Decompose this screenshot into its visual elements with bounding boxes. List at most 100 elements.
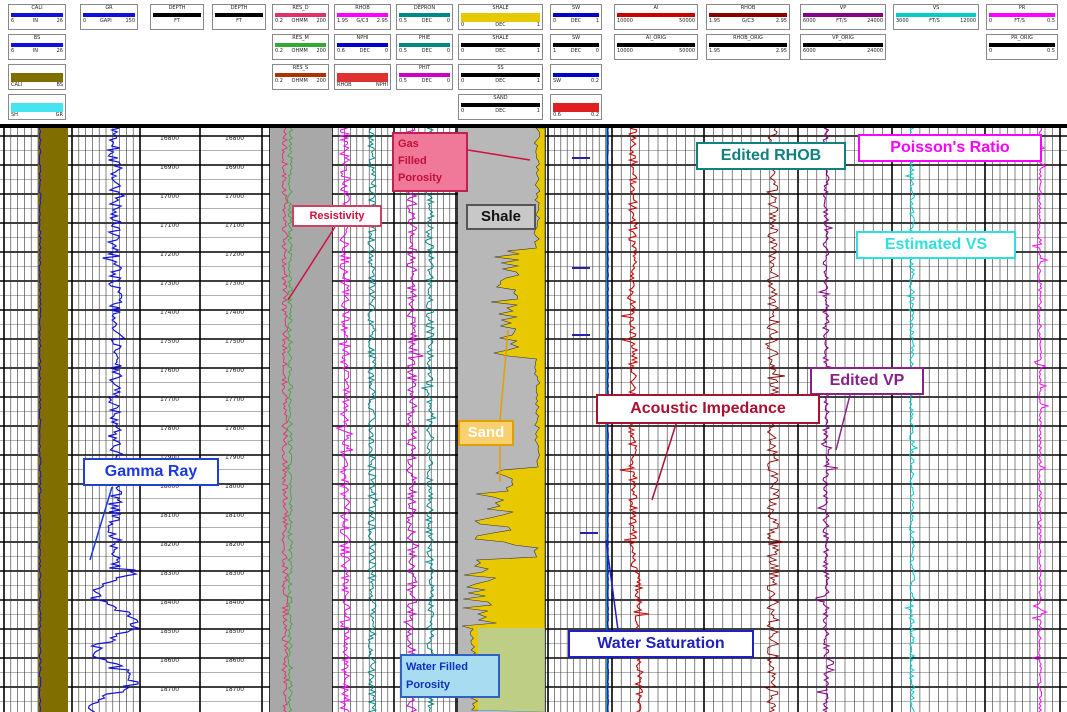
scale-min: 0.5 <box>399 48 407 54</box>
track-name: CALI <box>31 5 43 11</box>
depth-label: 16800 <box>160 135 179 142</box>
track-color-bar <box>399 73 450 77</box>
track-color-bar <box>11 13 63 17</box>
callout-sw: Water Saturation <box>568 630 754 658</box>
depth-label: 18400 <box>160 599 179 606</box>
scale-min: 3000 <box>896 18 909 24</box>
track-name: RES_M <box>292 35 309 41</box>
scale-max: 150 <box>125 18 135 24</box>
track-name: VP <box>839 5 847 11</box>
scale-min: 0.6 <box>553 112 561 118</box>
depth-label: 17000 <box>160 193 179 200</box>
track-name <box>335 65 390 72</box>
track-name: RHOB_ORIG <box>733 35 763 41</box>
track-color-bar <box>709 43 787 47</box>
scale-max: 12000 <box>960 18 976 24</box>
scale-max: 2.95 <box>775 48 787 54</box>
scale-unit: GAPI <box>99 18 112 24</box>
resistivity-curve-2 <box>286 128 294 712</box>
scale-min: RHOB <box>337 82 352 88</box>
scale-min: 0 <box>461 48 465 54</box>
depth-label: 17500 <box>160 338 179 345</box>
scale-min: CALI <box>11 82 23 88</box>
scale-min: 0.6 <box>337 48 345 54</box>
callout-vs: Estimated VS <box>856 231 1016 259</box>
scale-min: 0 <box>553 18 557 24</box>
scale-unit: DEC <box>421 48 433 54</box>
track-name: AI_ORIG <box>645 35 667 41</box>
callout-water: Water Filled Porosity <box>400 654 500 698</box>
leader-gas <box>467 149 531 161</box>
scale-unit: DEC <box>495 108 506 114</box>
depth-label: 17800 <box>160 425 179 432</box>
track-scale: 0.6 0.2 <box>551 112 601 118</box>
scale-max: 50000 <box>679 18 695 24</box>
scale-min: 0 <box>989 18 993 24</box>
track-name: SS <box>497 65 504 71</box>
scale-max: 50000 <box>679 48 695 54</box>
scale-min: 1 <box>553 48 557 54</box>
track-header-cali_fill[interactable]: CALI BS <box>8 64 66 90</box>
track-color-bar <box>617 43 695 47</box>
track-name: BS <box>33 35 41 41</box>
track-color-bar <box>553 13 599 17</box>
depth-label: 18700 <box>160 686 179 693</box>
scale-min: 0.5 <box>399 18 407 24</box>
scale-min: 0 <box>461 78 465 84</box>
scale-max: BS <box>56 82 63 88</box>
track-name: NPHI <box>356 35 369 41</box>
track-name <box>9 95 65 102</box>
track-header-swfill2[interactable]: 0.6 0.2 <box>550 94 602 120</box>
scale-unit: IN <box>32 18 39 24</box>
depth-label: 17300 <box>225 280 244 287</box>
track-color-bar <box>803 43 883 47</box>
depth-label: 17900 <box>225 454 244 461</box>
track-color-bar <box>337 73 388 82</box>
track-name: DEPTH <box>230 5 248 11</box>
scale-max: 0.2 <box>591 112 599 118</box>
depth-label: 17200 <box>160 251 179 258</box>
scale-max: 0.5 <box>1047 48 1055 54</box>
track-name <box>551 65 601 72</box>
depth-label: 18100 <box>160 512 179 519</box>
scale-min: 1.95 <box>337 18 349 24</box>
scale-max: 1 <box>595 18 599 24</box>
